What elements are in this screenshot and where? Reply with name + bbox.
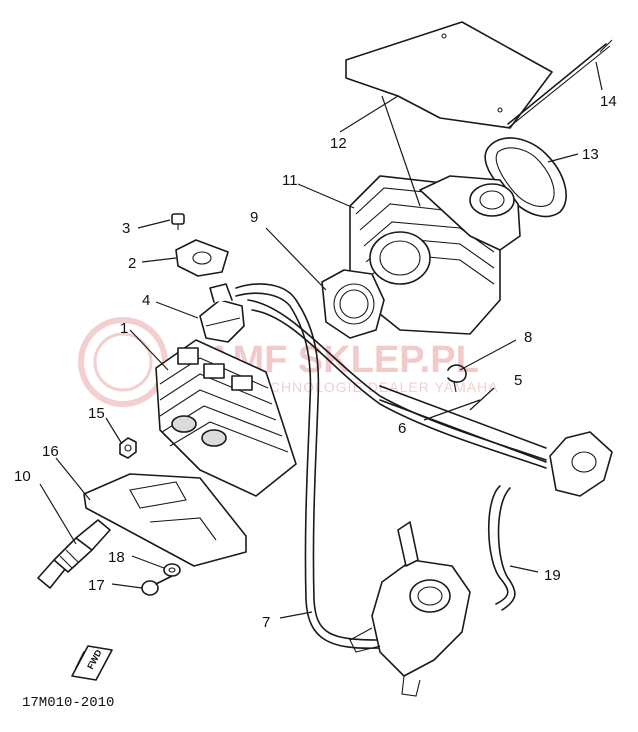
- callout-5: 5: [514, 372, 522, 389]
- callout-2: 2: [128, 255, 136, 272]
- callout-17: 17: [88, 577, 105, 594]
- callout-19: 19: [544, 567, 561, 584]
- part-code: 17M010-2010: [22, 695, 114, 711]
- part-washer-18: [163, 563, 181, 577]
- part-gasket-2: [175, 239, 229, 277]
- part-heat-shield: [345, 21, 553, 129]
- part-nut-15: [119, 437, 137, 459]
- leader-lines: [39, 61, 603, 619]
- part-head-gasket: [484, 137, 567, 218]
- callout-10: 10: [14, 468, 31, 485]
- callout-3: 3: [122, 220, 130, 237]
- part-stud-bolt: [507, 39, 613, 129]
- part-bolt-17: [141, 575, 173, 596]
- callout-9: 9: [250, 209, 258, 226]
- callout-7: 7: [262, 614, 270, 631]
- callout-4: 4: [142, 292, 150, 309]
- callout-13: 13: [582, 146, 599, 163]
- part-base-gasket: [321, 269, 385, 339]
- callout-6: 6: [398, 420, 406, 437]
- part-carburetor: [349, 521, 471, 697]
- callout-15: 15: [88, 405, 105, 422]
- callout-8: 8: [524, 329, 532, 346]
- part-head-block: [155, 339, 297, 497]
- callout-18: 18: [108, 549, 125, 566]
- part-cylinder: [349, 175, 521, 335]
- callout-16: 16: [42, 443, 59, 460]
- part-spark-plug: [37, 519, 111, 589]
- watermark-subtitle: TECHNOLOGIE DEALER YAMAHA: [250, 379, 499, 395]
- part-clamp-8: [447, 364, 467, 393]
- part-hoses: [235, 283, 547, 650]
- callout-11: 11: [282, 172, 298, 189]
- callout-14: 14: [600, 93, 617, 110]
- callout-1: 1: [120, 320, 128, 337]
- callouts: 1 2 3 4 5 6 7 8 9 10 11 12 13 14 15 16 1…: [14, 93, 617, 631]
- callout-12: 12: [330, 135, 347, 152]
- part-bracket-16: [83, 473, 247, 567]
- part-intake-manifold: [549, 431, 613, 497]
- part-bolt-3: [171, 213, 185, 230]
- part-joint-4: [199, 283, 245, 343]
- fwd-arrow: FWD: [71, 645, 113, 681]
